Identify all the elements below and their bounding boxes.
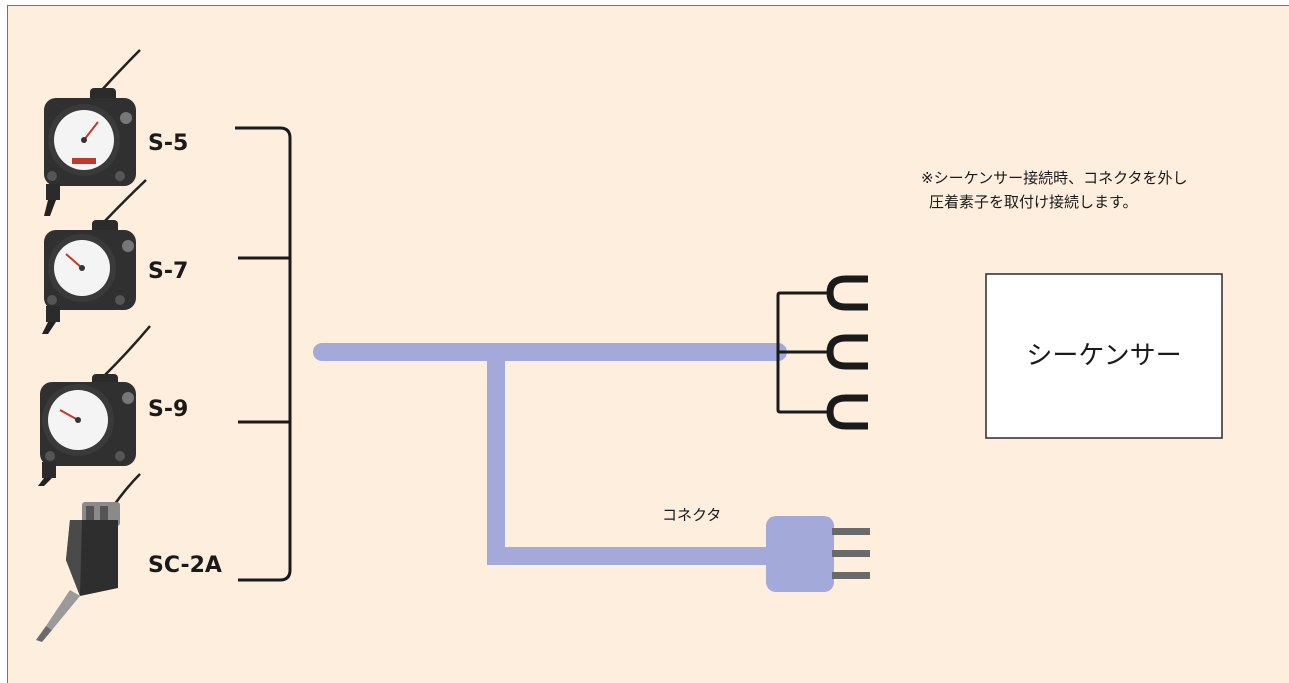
sequencer-box: [985, 273, 1223, 439]
device-bracket: [235, 126, 292, 582]
crimp-terminal-icon-3: [826, 394, 868, 430]
model-label-s7: S-7: [148, 259, 188, 284]
sc2a-contact-sensor-icon: [36, 473, 141, 642]
main-cable: [313, 343, 787, 565]
connector-label: コネクタ: [662, 506, 721, 524]
model-label-sc2a: SC-2A: [148, 553, 222, 578]
model-label-s5: S-5: [148, 131, 188, 156]
crimp-terminal-icon-2: [826, 334, 868, 370]
crimp-terminal-icon-1: [826, 275, 868, 311]
sequencer-label: シーケンサー: [1026, 341, 1181, 371]
s7-dial-gauge-icon: [42, 179, 147, 334]
s9-dial-gauge-icon: [38, 325, 151, 486]
note-line-2: 圧着素子を取付け接続します。: [929, 193, 1138, 211]
crimp-terminal-branch: [776, 275, 868, 430]
s5-dial-gauge-icon: [44, 49, 141, 216]
note-line-1: ※シーケンサー接続時、コネクタを外し: [921, 169, 1188, 187]
connector-plug-icon: [766, 516, 870, 592]
model-label-s9: S-9: [148, 397, 188, 422]
